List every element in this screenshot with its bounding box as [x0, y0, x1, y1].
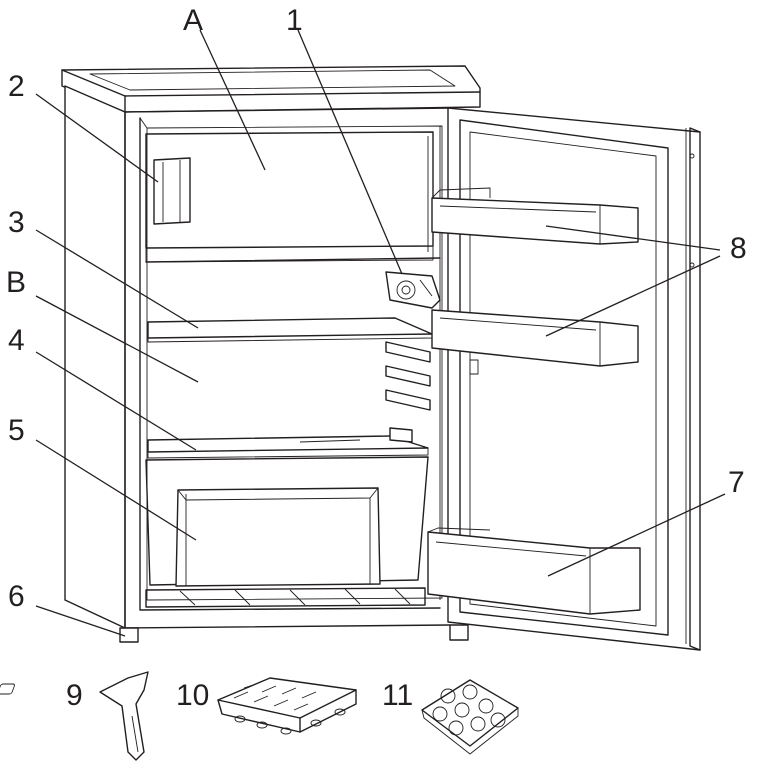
door-balcony-upper: [431, 187, 639, 245]
cabinet: [61, 65, 481, 629]
callout-10: 10: [176, 679, 209, 712]
ice-cube-tray: [0, 677, 357, 735]
callout-8: 8: [730, 232, 747, 265]
door: [447, 107, 701, 651]
callout-7: 7: [728, 466, 745, 499]
callout-4: 4: [8, 324, 25, 357]
adjustable-feet: [119, 624, 469, 643]
callout-1: 1: [286, 4, 303, 37]
leader-lines: [35, 29, 726, 637]
thermostat-knob: [153, 157, 191, 225]
door-bottle-rack: [427, 527, 641, 615]
callout-9: 9: [66, 679, 83, 712]
bottom-grille: [145, 587, 426, 608]
callout-B: B: [6, 266, 26, 299]
crisper-drawer: [145, 456, 429, 587]
ice-scraper: [99, 671, 149, 761]
callout-5: 5: [8, 414, 25, 447]
glass-shelf: [147, 317, 433, 343]
inner-side-rails: [385, 126, 441, 600]
lamp-thermostat-housing: [385, 271, 441, 309]
callout-6: 6: [8, 580, 25, 613]
freezer-compartment: [145, 131, 441, 263]
callout-labels: A 1 2 3 B 4 5 6 7 8 9 10 11: [6, 4, 747, 712]
callout-2: 2: [8, 70, 25, 103]
callout-3: 3: [8, 206, 25, 239]
callout-11: 11: [382, 679, 413, 712]
egg-tray: [421, 679, 519, 755]
callout-A: A: [183, 4, 203, 37]
door-balcony-middle: [431, 309, 639, 367]
crisper-cover-shelf: [147, 435, 429, 459]
